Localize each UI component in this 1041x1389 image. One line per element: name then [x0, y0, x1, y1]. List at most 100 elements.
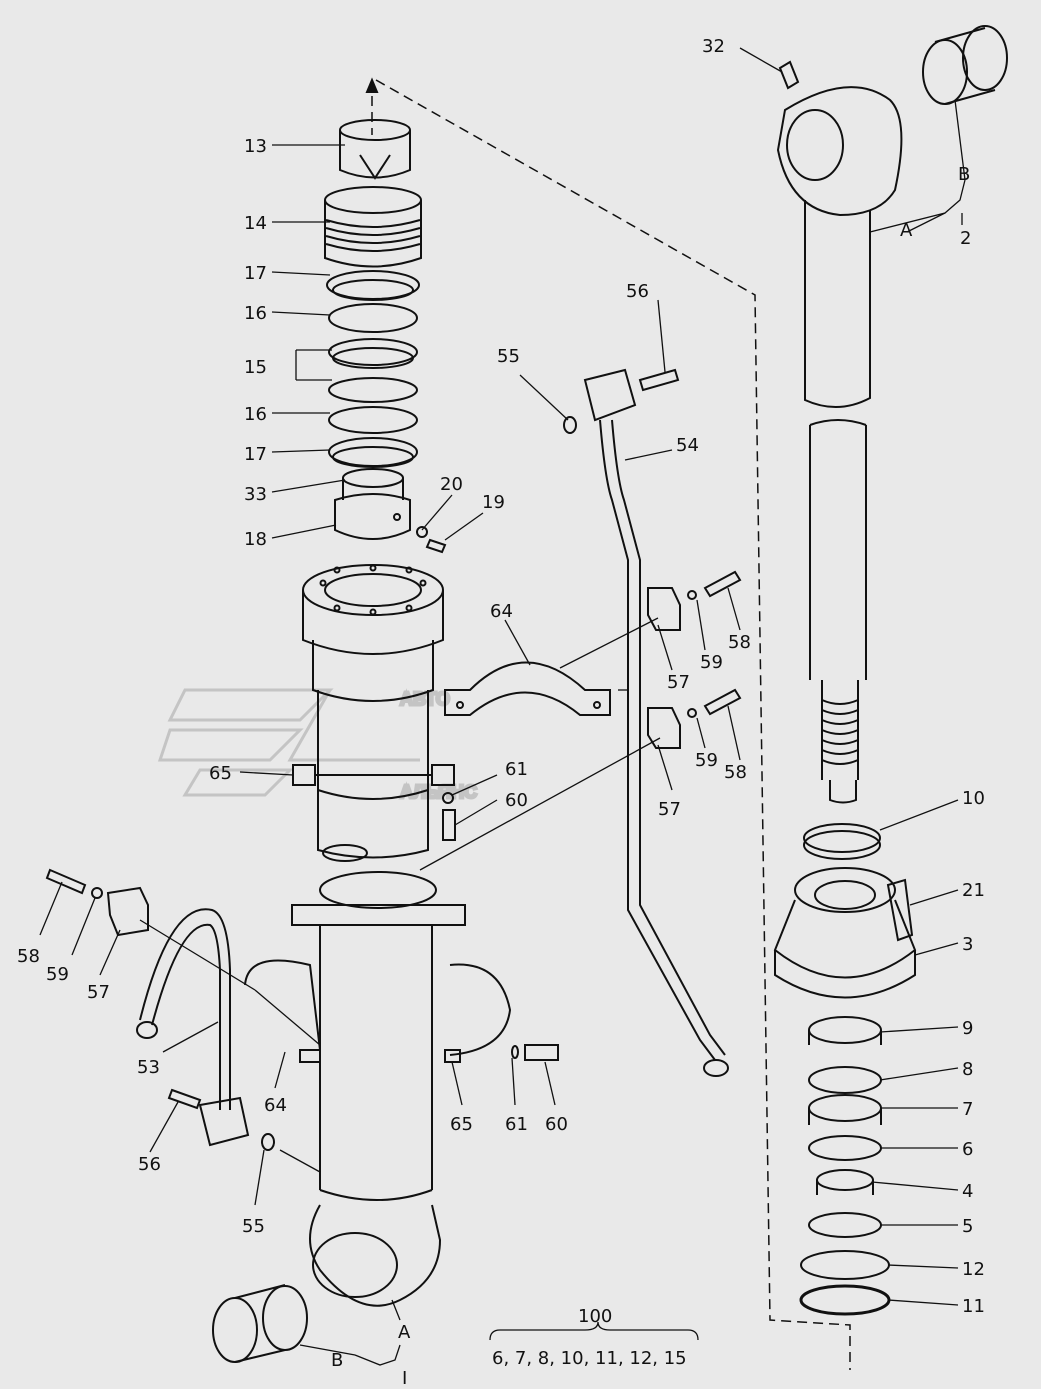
bushing-upper [922, 25, 1008, 105]
part-21-bolt [886, 878, 914, 942]
part-2-piston-rod [776, 86, 903, 804]
label-57: 57 [87, 982, 110, 1003]
parts-drawing [39, 25, 1008, 1370]
label-19: 19 [482, 492, 505, 513]
part-59-washer-b [687, 708, 697, 718]
label-12: 12 [962, 1259, 985, 1280]
label-16: 16 [244, 303, 267, 324]
callout-labels: 13 14 17 16 15 16 17 33 18 20 19 32 B A … [17, 36, 985, 1389]
label-65: 65 [209, 763, 232, 784]
part-60-bolt-lower [524, 1044, 559, 1061]
part-58-bolt-b [703, 688, 742, 716]
label-11: 11 [962, 1296, 985, 1317]
part-60-bolt-upper [442, 809, 456, 841]
label-58: 58 [724, 762, 747, 783]
label-a: A [398, 1322, 411, 1343]
label-3: 3 [962, 934, 973, 955]
label-64: 64 [264, 1095, 287, 1116]
label-53: 53 [137, 1057, 160, 1078]
label-a: A [900, 220, 913, 241]
label-1: I [402, 1368, 407, 1389]
label-32: 32 [702, 36, 725, 57]
cylinder-barrel [291, 871, 466, 1307]
label-15: 15 [244, 357, 267, 378]
watermark-logo [157, 688, 420, 797]
centerline-arrow [365, 77, 379, 93]
label-9: 9 [962, 1018, 973, 1039]
part-58-bolt-a [703, 570, 742, 598]
part-18-piston-nut [334, 468, 411, 540]
label-14: 14 [244, 213, 267, 234]
label-57: 57 [658, 799, 681, 820]
label-18: 18 [244, 529, 267, 550]
seal-stack-upper [326, 270, 420, 468]
leader-lines [39, 47, 966, 1366]
part-10-ring [803, 823, 881, 860]
label-55: 55 [242, 1216, 265, 1237]
cylinder-head-section [302, 564, 444, 862]
part-59-washer-a [687, 590, 697, 600]
label-6: 6 [962, 1139, 973, 1160]
part-64-clamp-upper [444, 661, 611, 716]
label-5: 5 [962, 1216, 973, 1237]
label-59: 59 [46, 964, 69, 985]
part-57-block-lower [647, 707, 681, 749]
label-2: 2 [960, 228, 971, 249]
part-56-bolt-bottom [167, 1088, 202, 1110]
part-57-block-upper [647, 587, 681, 631]
bushing-lower [212, 1284, 308, 1363]
label-21: 21 [962, 880, 985, 901]
label-56: 56 [626, 281, 649, 302]
label-16: 16 [244, 404, 267, 425]
label-33: 33 [244, 484, 267, 505]
label-61: 61 [505, 759, 528, 780]
label-60: 60 [505, 790, 528, 811]
part-19-setscrew [425, 538, 447, 554]
watermark-line2: АЛЬЯНС [400, 782, 477, 802]
label-58: 58 [17, 946, 40, 967]
part-65-bracket-upper [292, 764, 455, 786]
label-7: 7 [962, 1099, 973, 1120]
part-55-oring-top [563, 416, 577, 434]
label-65: 65 [450, 1114, 473, 1135]
label-61: 61 [505, 1114, 528, 1135]
label-17: 17 [244, 263, 267, 284]
label-59: 59 [700, 652, 723, 673]
label-59: 59 [695, 750, 718, 771]
label-54: 54 [676, 435, 699, 456]
part-58-bolt-c [45, 868, 87, 895]
part-3-rod-cover [773, 867, 917, 999]
part-56-bolt-top [638, 368, 680, 392]
label-58: 58 [728, 632, 751, 653]
label-8: 8 [962, 1059, 973, 1080]
part-54-pipe [583, 368, 729, 1077]
part-61-washer-lower [511, 1045, 519, 1059]
part-64-clamp-lower [244, 959, 512, 1056]
part-13-cap [339, 119, 411, 180]
label-10: 10 [962, 788, 985, 809]
watermark: АВТО АЛЬЯНС [157, 688, 479, 804]
label-b: B [958, 164, 970, 185]
watermark-line1: АВТО [400, 689, 450, 709]
label-57: 57 [667, 672, 690, 693]
label-17: 17 [244, 444, 267, 465]
label-13: 13 [244, 136, 267, 157]
label-60: 60 [545, 1114, 568, 1135]
part-57-block-c [106, 886, 149, 937]
label-4: 4 [962, 1181, 973, 1202]
label-64: 64 [490, 601, 513, 622]
part-65-bracket-lower [299, 1049, 461, 1063]
part-53-hose [136, 908, 250, 1147]
label-b: B [331, 1350, 343, 1371]
part-32-grease-fitting [778, 60, 800, 90]
part-61-washer-upper [442, 792, 454, 804]
part-20-ball [416, 526, 428, 538]
label-56: 56 [138, 1154, 161, 1175]
part-59-washer-c [91, 887, 103, 899]
kit-number: 100 [578, 1306, 612, 1327]
kit-parts-list: 6, 7, 8, 10, 11, 12, 15 [492, 1348, 687, 1369]
label-20: 20 [440, 474, 463, 495]
part-14-gland-nut [324, 186, 422, 268]
